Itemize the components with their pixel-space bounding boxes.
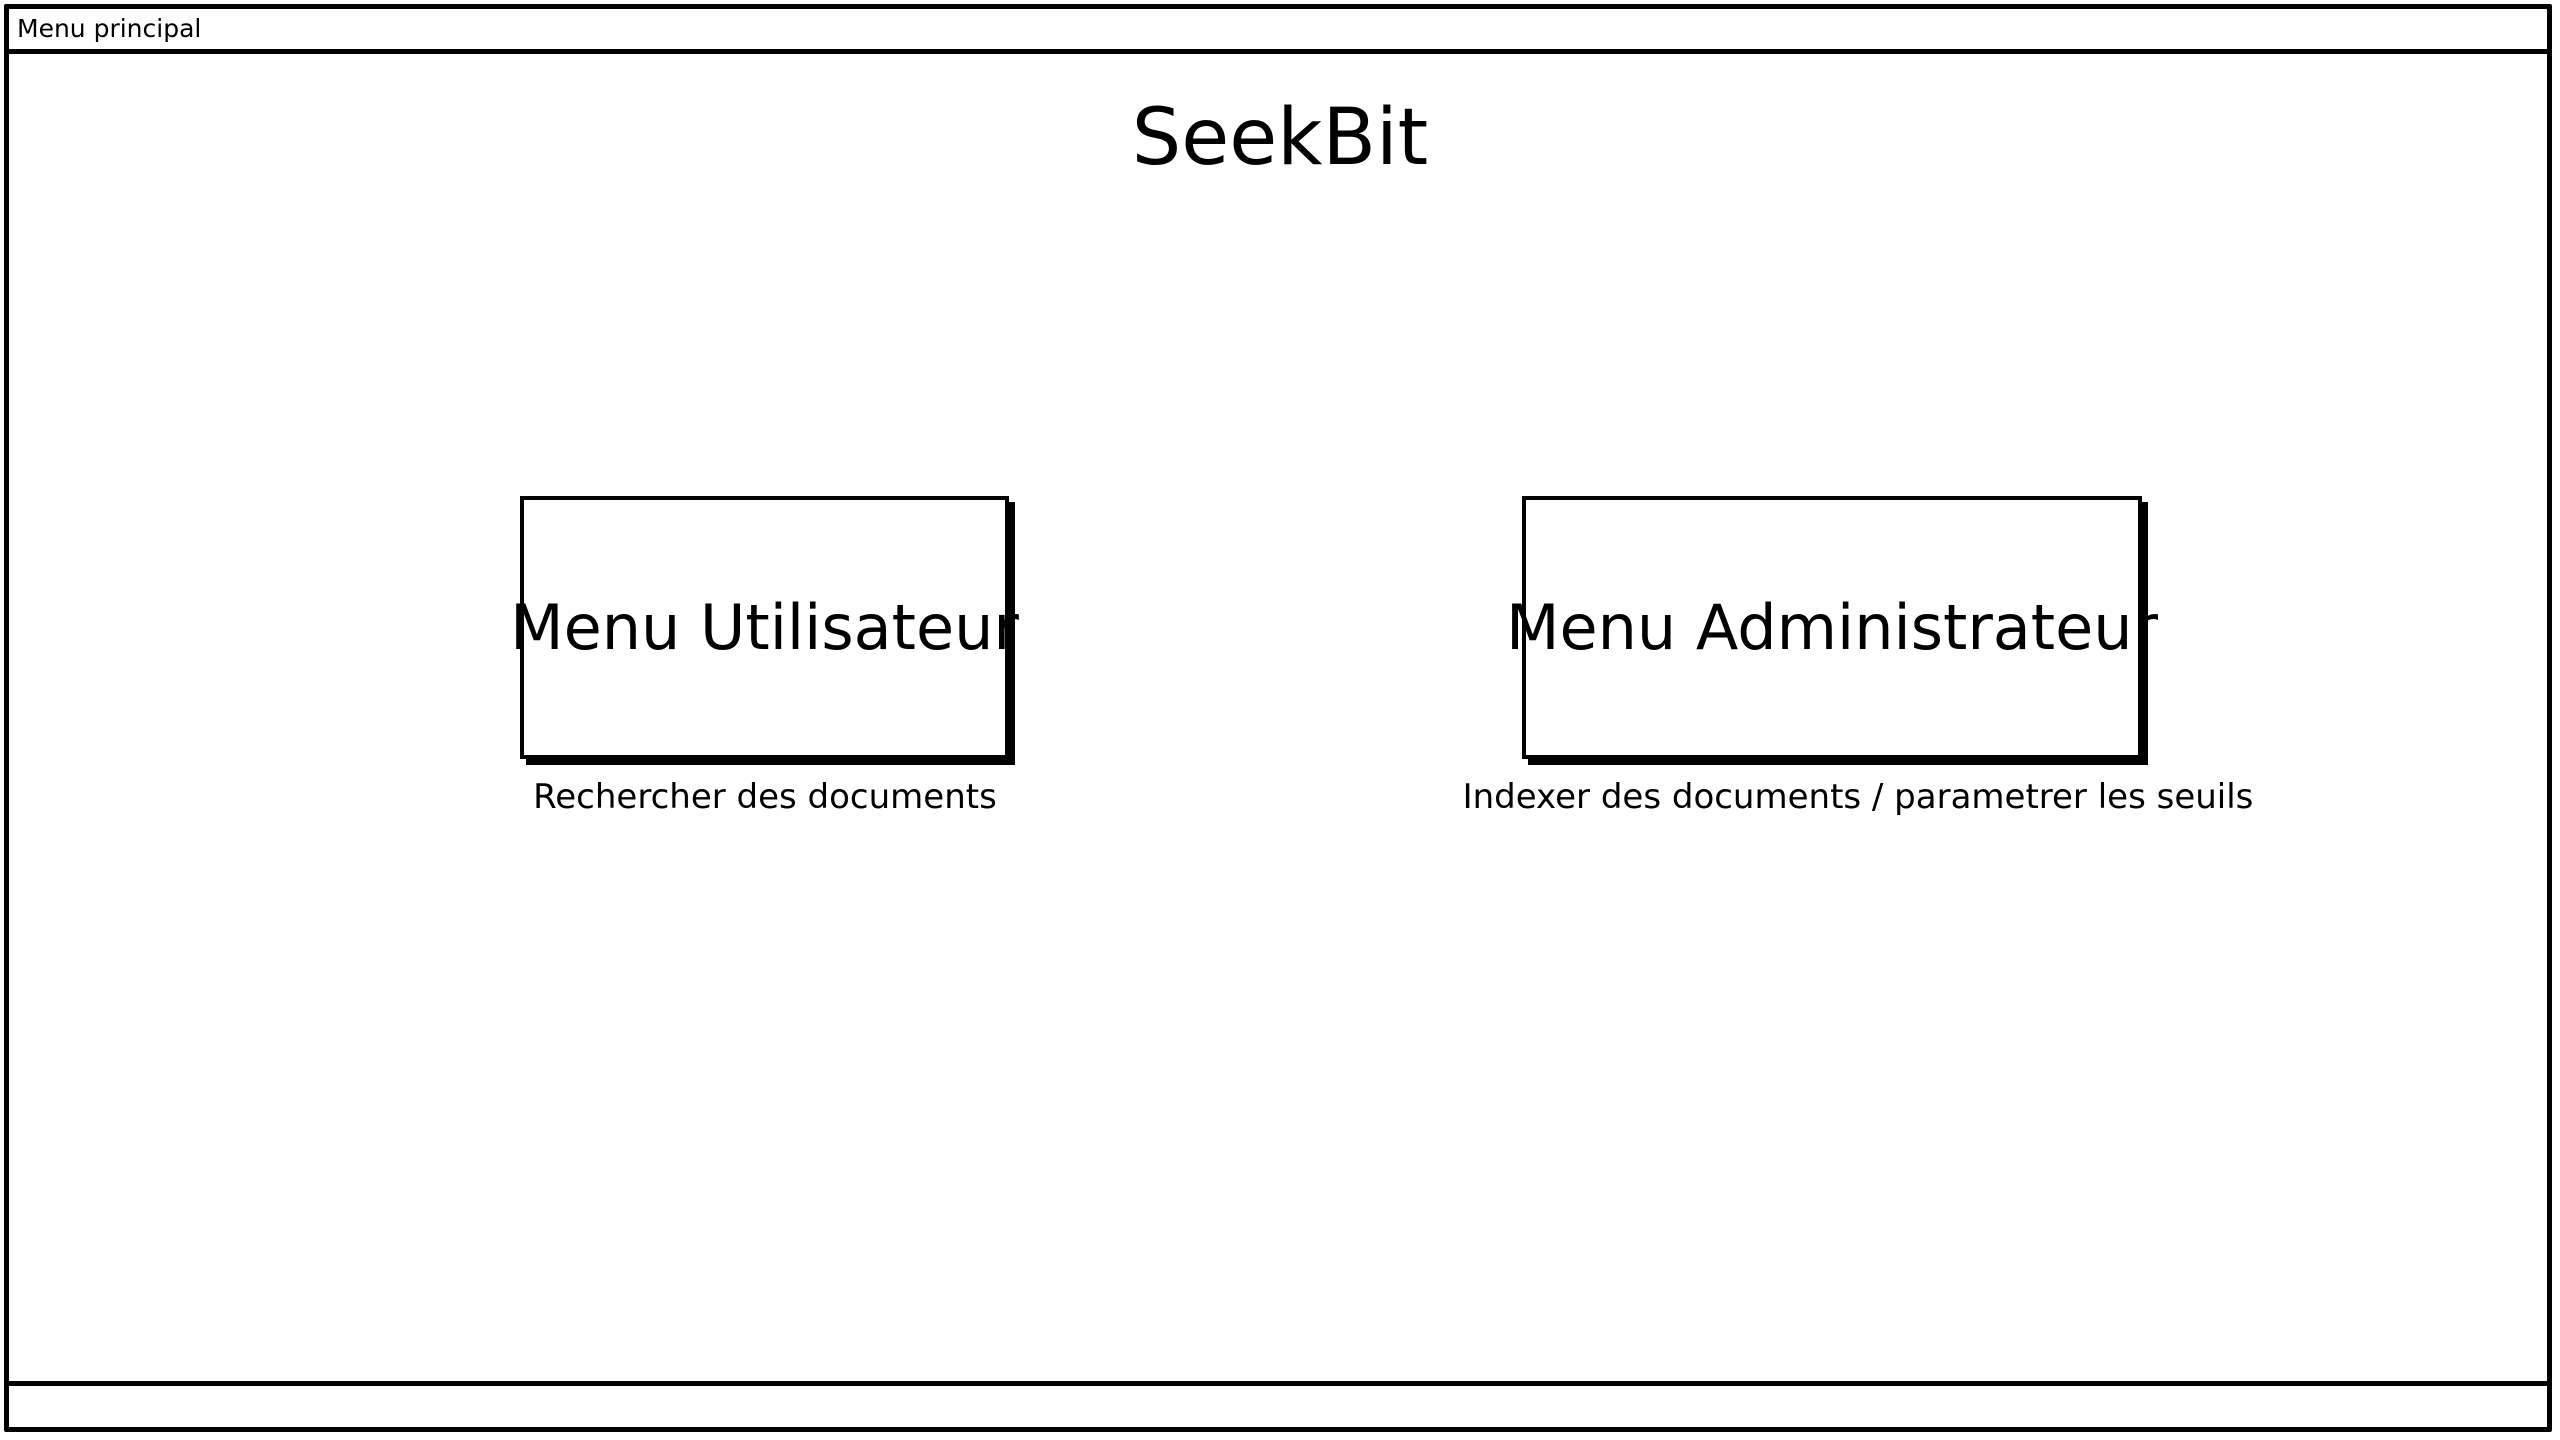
user-menu-caption: Rechercher des documents <box>533 777 997 817</box>
user-menu-label: Menu Utilisateur <box>510 591 1019 664</box>
app-title: SeekBit <box>1131 93 1429 183</box>
title-bar: Menu principal <box>9 9 2547 54</box>
status-bar <box>9 1381 2547 1427</box>
user-menu-button[interactable]: Menu Utilisateur <box>510 496 1019 759</box>
main-window: Menu principal <box>4 4 2552 1432</box>
admin-menu-button[interactable]: Menu Administrateur <box>1506 496 2158 759</box>
admin-menu-label: Menu Administrateur <box>1505 591 2159 664</box>
window-title: Menu principal <box>17 14 202 43</box>
admin-menu-caption: Indexer des documents / parametrer les s… <box>1462 777 2254 817</box>
